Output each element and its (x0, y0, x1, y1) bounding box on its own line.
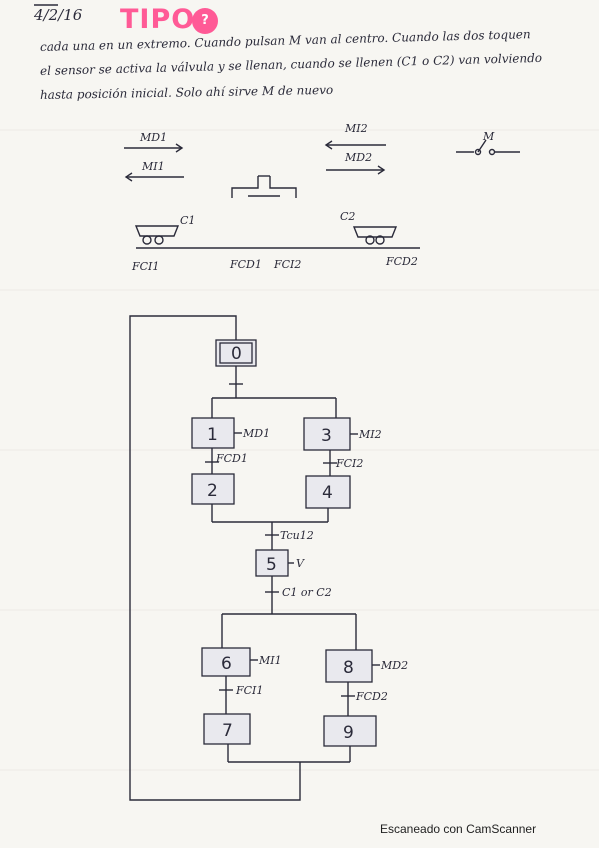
action-v: V (296, 557, 305, 570)
sensor-fci1: FCI1 (131, 260, 159, 273)
step-2: 2 (207, 481, 218, 501)
arrow-md2-head (377, 165, 386, 175)
transition-fcd1: FCD1 (215, 452, 248, 465)
return-loop (129, 315, 301, 801)
action-mi2: MI2 (358, 428, 382, 441)
sensor-fcd1: FCD1 (229, 258, 262, 271)
step-5: 5 (266, 555, 277, 575)
cart-c1-icon (134, 225, 180, 245)
step-4: 4 (322, 483, 333, 503)
arrow-md1-label: MD1 (139, 131, 167, 144)
cart-c2-icon (352, 226, 398, 245)
step-0-inner (219, 342, 253, 364)
action-md1: MD1 (242, 427, 270, 440)
step-3-box (303, 417, 351, 451)
paper-grid (0, 129, 599, 771)
title-badge-icon: ? (192, 8, 218, 34)
cart-c1-label: C1 (180, 214, 195, 227)
arrow-mi1-head (124, 172, 133, 182)
action-mi1: MI1 (258, 654, 282, 667)
cart-c2-label: C2 (340, 210, 355, 223)
page-title: TIPO (120, 4, 196, 35)
arrow-mi2-head (324, 140, 333, 150)
switch-m-label: M (482, 130, 495, 143)
switch-m-icon (456, 139, 520, 156)
scene-diagram: MD1 MI1 MI2 MD2 M (124, 122, 520, 273)
transition-c1-or-c2: C1 or C2 (282, 586, 332, 599)
step-8: 8 (343, 658, 354, 678)
transition-fci2: FCI2 (335, 457, 363, 470)
step-6: 6 (221, 654, 232, 674)
step-8-box (325, 649, 373, 683)
action-md2: MD2 (380, 659, 408, 672)
valve-icon (231, 175, 297, 198)
step-7: 7 (222, 721, 233, 741)
step-2-box (191, 473, 235, 505)
step-4-box (305, 475, 351, 509)
arrow-mi2-label: MI2 (344, 122, 368, 135)
step-6-box (201, 647, 251, 677)
grafcet-diagram: 0 1 MD1 FCD1 2 3 MI2 FCI2 4 Tcu12 (129, 315, 408, 801)
arrow-md2-label: MD2 (344, 151, 372, 164)
transition-fcd2: FCD2 (355, 690, 388, 703)
step-9: 9 (343, 723, 354, 743)
sensor-fci2: FCI2 (273, 258, 301, 271)
transition-tcu12: Tcu12 (280, 529, 314, 542)
transition-fci1: FCI1 (235, 684, 263, 697)
arrow-mi1-label: MI1 (141, 160, 165, 173)
step-7-box (203, 713, 251, 745)
step-3: 3 (321, 426, 332, 446)
sensor-fcd2: FCD2 (385, 255, 418, 268)
page-date: 4/2/16 (34, 6, 83, 24)
step-1: 1 (207, 425, 218, 445)
arrow-md1-head (175, 143, 184, 153)
step-0: 0 (231, 344, 242, 364)
scanner-watermark: Escaneado con CamScanner (380, 822, 537, 836)
